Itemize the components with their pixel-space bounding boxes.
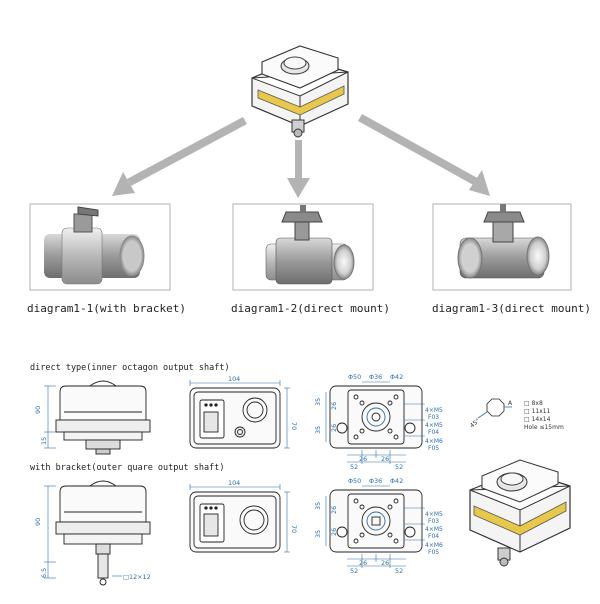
actuator-bottom-right xyxy=(469,459,571,567)
dim-26-right-direct: 26 xyxy=(381,455,389,463)
valve-3way-image xyxy=(457,204,550,279)
shaft-size-2: □ 14x14 xyxy=(524,416,551,423)
dim-35-lower-direct: 35 xyxy=(314,426,322,434)
dim-65-bracket: 6.5 xyxy=(40,568,48,578)
dim-26-right-bracket: 26 xyxy=(381,559,389,567)
dim-26-lower-bracket: 26 xyxy=(330,528,338,536)
dim-52-left-bracket: 52 xyxy=(350,567,358,575)
dim-90-direct: 90 xyxy=(34,406,42,414)
label-f04-direct: F04 xyxy=(428,429,439,436)
dim-sq12-bracket: □12×12 xyxy=(123,573,151,581)
dim-26-left-bracket: 26 xyxy=(359,559,367,567)
shaft-size-3: Hole ≤15mm xyxy=(524,424,564,431)
dim-26-upper-direct: 26 xyxy=(330,402,338,410)
label-m5-f04-direct: 4×M5 xyxy=(425,422,443,429)
dim-52-right-direct: 52 xyxy=(395,463,403,471)
valve-direct-mount-image xyxy=(265,205,355,285)
top-view-direct xyxy=(189,387,281,449)
dim-90-bracket: 90 xyxy=(34,518,42,526)
dim-phi50-bracket: Φ50 xyxy=(348,477,361,485)
row-heading-direct: direct type(inner octagon output shaft) xyxy=(30,363,230,373)
bottom-view-bracket xyxy=(329,489,423,553)
dim-26-left-direct: 26 xyxy=(359,455,367,463)
dim-35-upper-direct: 35 xyxy=(314,398,322,406)
dimension-bottom-bracket xyxy=(325,485,425,568)
dim-phi42-bracket: Φ42 xyxy=(390,477,403,485)
label-f03-direct: F03 xyxy=(428,414,439,421)
label-f04-bracket: F04 xyxy=(428,533,439,540)
shaft-size-1: □ 11x11 xyxy=(524,408,551,415)
dimension-top-bracket xyxy=(189,484,290,553)
octagon-shaft-detail xyxy=(477,398,512,419)
label-m6-f05-direct: 4×M6 xyxy=(425,438,443,445)
dim-26-upper-bracket: 26 xyxy=(330,506,338,514)
dim-phi36-direct: Φ36 xyxy=(369,373,382,381)
dim-15-direct: 15 xyxy=(40,437,48,445)
dim-104-direct: 104 xyxy=(228,375,240,383)
dim-52-left-direct: 52 xyxy=(350,463,358,471)
dimension-bottom-direct xyxy=(325,381,425,464)
label-f05-direct: F05 xyxy=(428,445,439,452)
front-view-bracket xyxy=(55,480,151,586)
arrows xyxy=(112,114,490,198)
dim-52-right-bracket: 52 xyxy=(395,567,403,575)
label-f05-bracket: F05 xyxy=(428,549,439,556)
arrow-right-head xyxy=(469,170,490,196)
arrow-left xyxy=(127,117,247,186)
dimension-top-direct xyxy=(189,380,290,449)
dim-phi42-direct: Φ42 xyxy=(390,373,403,381)
label-m5-f04-bracket: 4×M5 xyxy=(425,526,443,533)
actuator-top xyxy=(251,45,349,138)
arrow-right xyxy=(358,114,481,187)
arrow-left-head xyxy=(112,172,135,196)
dimension-height-bracket xyxy=(44,485,122,579)
arrow-center-head xyxy=(287,178,310,198)
bottom-view-direct xyxy=(329,385,423,449)
label-f03-bracket: F03 xyxy=(428,518,439,525)
dim-104-bracket: 104 xyxy=(228,479,240,487)
row-heading-bracket: with bracket(outer quare output shaft) xyxy=(30,463,224,473)
dim-phi50-direct: Φ50 xyxy=(348,373,361,381)
dim-70-direct: 70 xyxy=(290,422,298,430)
dim-35-lower-bracket: 35 xyxy=(314,530,322,538)
label-45: 45° xyxy=(469,417,482,429)
valve-with-bracket-image xyxy=(44,206,145,285)
dimension-height-direct xyxy=(44,385,56,449)
caption-diagram-1: diagram1-1(with bracket) xyxy=(27,302,186,315)
arrow-center xyxy=(295,140,302,180)
shaft-size-0: □ 8x8 xyxy=(524,400,543,407)
caption-diagram-2: diagram1-2(direct mount) xyxy=(231,302,390,315)
dim-70-bracket: 70 xyxy=(290,525,298,533)
caption-diagram-3: diagram1-3(direct mount) xyxy=(432,302,591,315)
label-m5-f03-bracket: 4×M5 xyxy=(425,511,443,518)
dim-35-upper-bracket: 35 xyxy=(314,502,322,510)
dim-26-lower-direct: 26 xyxy=(330,424,338,432)
front-view-direct xyxy=(55,380,151,455)
top-view-bracket xyxy=(189,491,281,553)
dim-phi36-bracket: Φ36 xyxy=(369,477,382,485)
label-m6-f05-bracket: 4×M6 xyxy=(425,542,443,549)
label-a: A xyxy=(508,400,513,407)
label-m5-f03-direct: 4×M5 xyxy=(425,407,443,414)
